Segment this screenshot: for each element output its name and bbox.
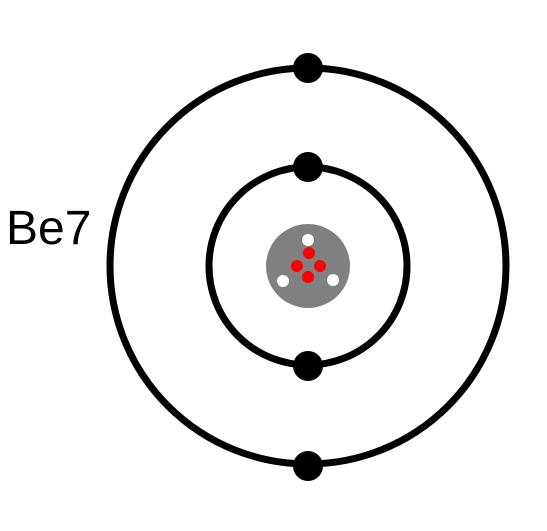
inner-electron-bottom bbox=[293, 351, 323, 381]
nucleus-body bbox=[266, 224, 350, 308]
outer-electron-bottom bbox=[293, 451, 323, 481]
inner-shell bbox=[205, 152, 411, 381]
neutron bbox=[277, 275, 289, 287]
inner-electron-top bbox=[293, 152, 323, 182]
proton bbox=[303, 247, 315, 259]
nucleus bbox=[266, 224, 350, 308]
proton bbox=[302, 271, 314, 283]
proton bbox=[314, 260, 326, 272]
proton bbox=[291, 260, 303, 272]
neutron bbox=[302, 234, 314, 246]
neutron bbox=[327, 274, 339, 286]
isotope-label: Be7 bbox=[6, 202, 92, 255]
outer-shell bbox=[106, 53, 510, 481]
outer-electron-top bbox=[293, 53, 323, 83]
